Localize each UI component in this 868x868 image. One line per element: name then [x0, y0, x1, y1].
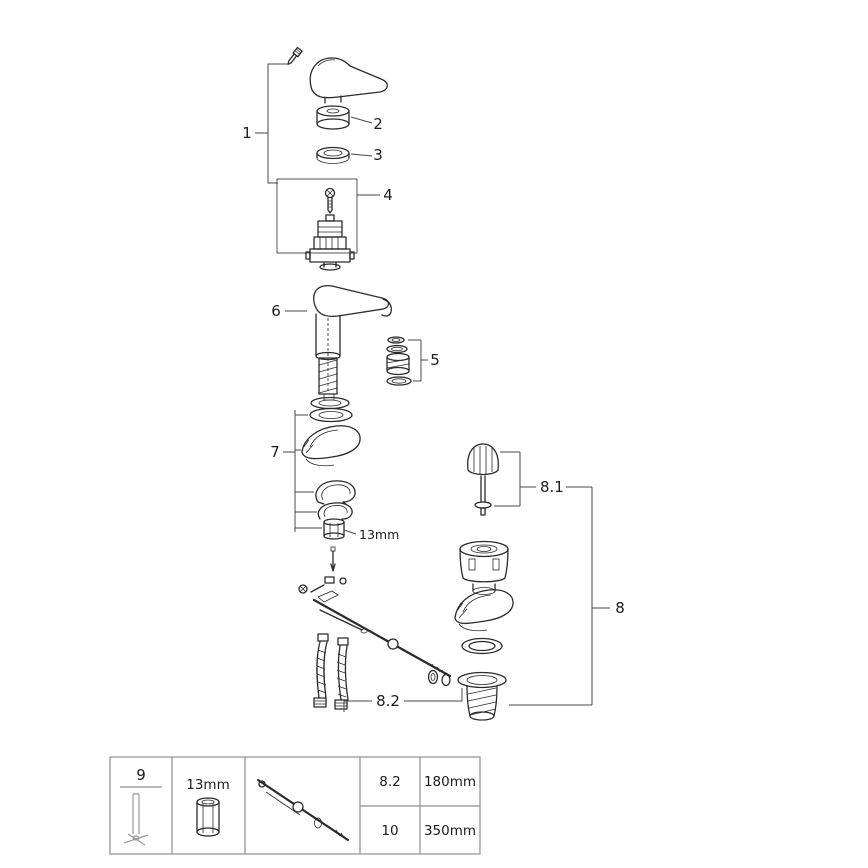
callout-8-1-label: 8.1 [540, 478, 564, 496]
spout-escutcheon-drawing [301, 425, 361, 467]
callout-4-label: 4 [383, 186, 393, 204]
drain-flange-drawing [459, 540, 509, 595]
supply-hoses-drawing [313, 633, 349, 710]
callout-leader-6: 6 [271, 302, 307, 320]
handle-base-ring-drawing [316, 146, 350, 164]
mounting-clamp-2-drawing [317, 502, 353, 520]
legend-rod-drawing [256, 778, 350, 842]
callout-bracket-8-2: 8.2 [343, 688, 463, 712]
handle-screw-drawing [287, 46, 303, 65]
lever-handle-drawing [309, 57, 388, 104]
callout-8-label: 8 [615, 599, 625, 617]
mounting-tool-drawing [123, 793, 149, 846]
callout-2-label: 2 [373, 115, 383, 133]
legend-row2-value: 350mm [424, 823, 476, 839]
drain-escutcheon-drawing [454, 589, 514, 632]
callout-bracket-8-1: 8.1 [494, 451, 564, 507]
legend-row1-value: 180mm [424, 774, 476, 790]
callout-box-4: 4 [276, 178, 393, 254]
drain-gasket-drawing [461, 637, 503, 655]
callout-3-label: 3 [373, 146, 383, 164]
callout-bracket-8: 8 [509, 486, 625, 706]
callout-bracket-7: 7 [270, 410, 322, 532]
mounting-rings-drawing [309, 396, 353, 423]
callout-7-label: 7 [270, 443, 280, 461]
legend-wrench-size: 13mm [186, 777, 229, 793]
callout-6-label: 6 [271, 302, 281, 320]
callout-1-label: 1 [242, 124, 252, 142]
wrench-size-label: 13mm [359, 527, 399, 542]
legend-row1-ref: 8.2 [379, 774, 400, 790]
pop-up-rod-drawing [312, 598, 452, 687]
callout-8-2-label: 8.2 [376, 692, 400, 710]
cartridge-drawing [305, 214, 355, 271]
aerator-drawing [386, 336, 412, 386]
handle-cap-drawing [316, 105, 350, 130]
drain-plug-knob-drawing [467, 443, 499, 516]
callout-bracket-1: 1 [242, 63, 290, 184]
callout-5-label: 5 [430, 351, 440, 369]
legend-tool-ref: 9 [136, 766, 146, 784]
legend-nut-drawing [196, 797, 220, 837]
mounting-nut-drawing [323, 518, 345, 540]
cartridge-screw-drawing [324, 187, 336, 214]
legend-table: 9 13mm 8.2 180mm 10 350mm [109, 756, 481, 855]
faucet-body-drawing [313, 284, 392, 401]
mounting-clamp-1-drawing [315, 480, 356, 506]
drain-body-drawing [457, 671, 507, 721]
callout-bracket-5: 5 [408, 339, 440, 382]
callout-leader-2: 2 [350, 115, 383, 133]
lift-pin-drawing [330, 546, 336, 572]
callout-leader-3: 3 [350, 146, 383, 164]
legend-row2-ref: 10 [381, 823, 398, 839]
drain-linkage-parts-drawing [298, 576, 347, 603]
wrench-size-leader: 13mm [343, 527, 399, 542]
